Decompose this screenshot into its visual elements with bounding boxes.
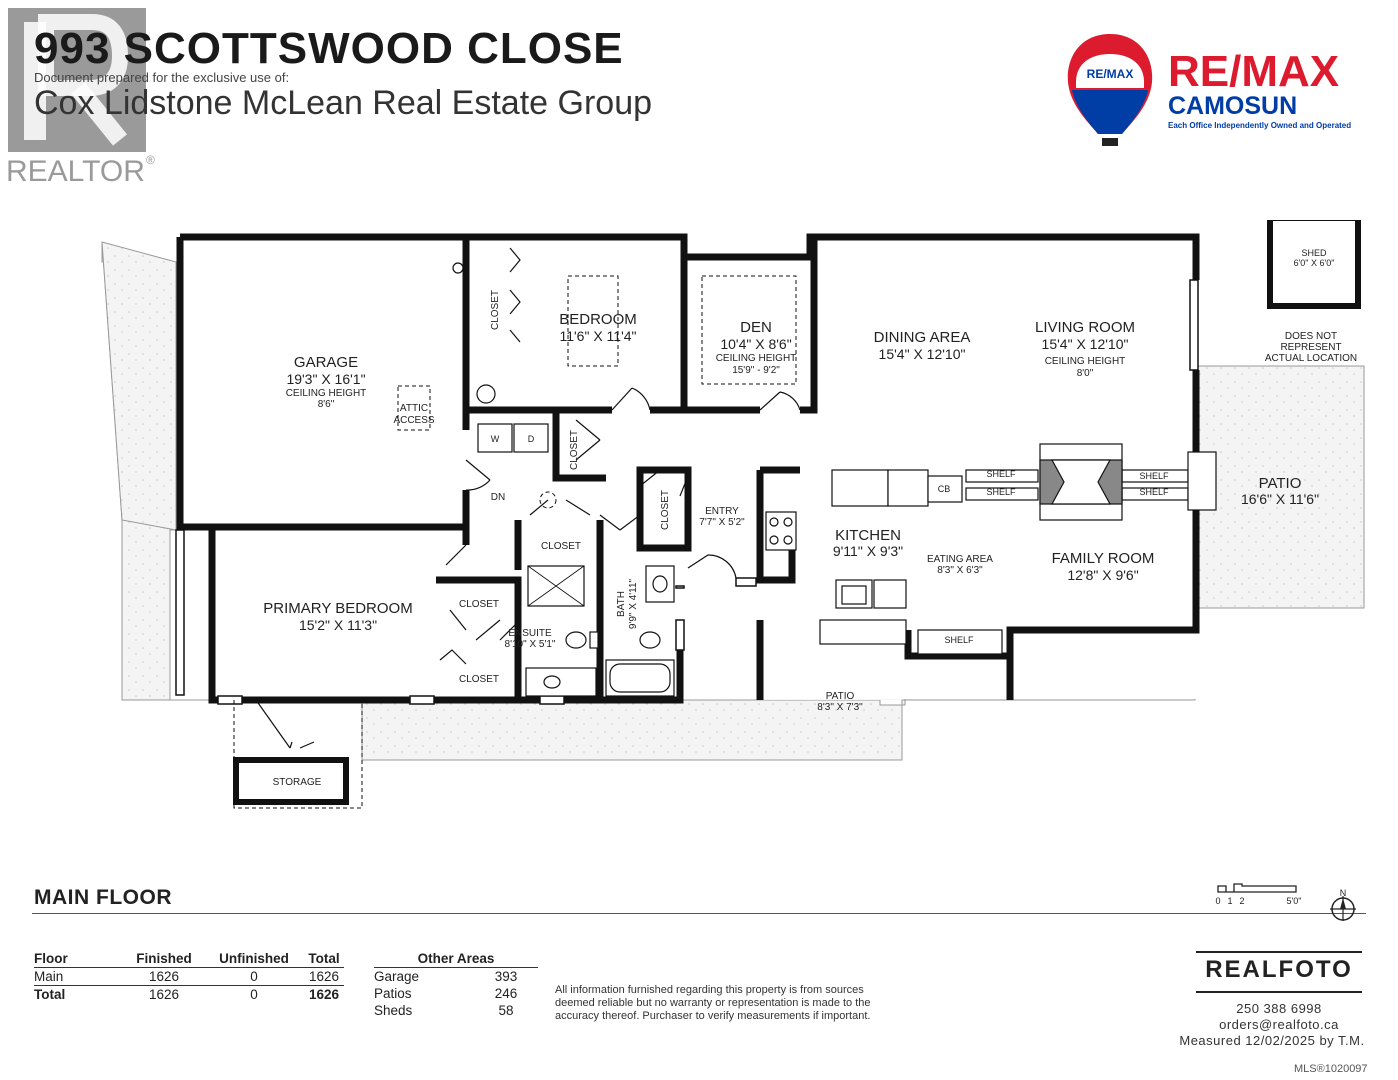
plan-label: 7'7" X 5'2" [699,517,745,528]
svg-text:0: 0 [1215,896,1220,906]
plan-label: CB [938,484,951,494]
company-name: Cox Lidstone McLean Real Estate Group [34,84,653,122]
plan-label: D [528,434,535,444]
realtor-wordmark: REALTOR [6,155,145,188]
plan-label: SHELF [1139,487,1169,497]
storage-name: STORAGE [273,777,322,788]
plan-label: ATTIC [400,403,428,414]
plan-label: CEILING HEIGHT [1045,356,1126,367]
plan-label: SHELF [944,635,974,645]
remax-balloon-text: RE/MAX [1087,67,1134,81]
plan-label: 15'9" - 9'2" [732,365,780,376]
plan-label: ENSUITE [508,628,552,639]
living-dims: 15'4" X 12'10" [1042,336,1129,352]
page-title: 993 SCOTTSWOOD CLOSE [34,24,624,73]
floor-plan: GARAGE 19'3" X 16'1" CEILING HEIGHT 8'6"… [101,220,1365,809]
plan-label: 9'9" X 4'11" [628,578,639,629]
remax-office: CAMOSUN [1168,92,1297,120]
primary-dims: 15'2" X 11'3" [299,617,377,633]
plan-label: 8'0" [1077,368,1094,379]
living-name: LIVING ROOM [1035,319,1135,336]
primary-name: PRIMARY BEDROOM [263,600,412,617]
dining-name: DINING AREA [874,329,971,346]
area-table: Floor Finished Unfinished Total Main 162… [34,950,344,1003]
plan-label: SHELF [1139,471,1169,481]
family-dims: 12'8" X 9'6" [1067,567,1138,583]
mls-number: MLS®1020097 [1294,1063,1368,1075]
patio-right-name: PATIO [1259,475,1302,492]
den-name: DEN [740,319,772,336]
plan-label: CLOSET [541,541,581,552]
plan-label: W [491,434,500,444]
plan-label: 8'10" X 5'1" [505,639,556,650]
north-arrow-icon: N [1330,888,1356,921]
svg-text:2: 2 [1239,896,1244,906]
garage-dims: 19'3" X 16'1" [286,371,365,387]
bedroom-name: BEDROOM [559,311,637,328]
divider [32,913,1366,914]
plan-label: SHELF [986,487,1016,497]
kitchen-dims: 9'11" X 9'3" [833,543,903,559]
plan-label: DOES NOT [1285,331,1337,342]
plan-label: CLOSET [569,430,580,470]
realtor-logo: REALTOR ® [6,8,155,188]
plan-label: REPRESENT [1280,342,1341,353]
svg-text:®: ® [146,153,155,167]
plan-label: ACCESS [393,415,434,426]
plan-label: CLOSET [459,674,499,685]
storage-outline [233,757,349,805]
measured-note: Measured 12/02/2025 by T.M. [1179,1033,1365,1048]
family-name: FAMILY ROOM [1052,550,1155,567]
bedroom-dims: 11'6" X 11'4" [559,328,636,344]
email-address: orders@realfoto.ca [1219,1017,1339,1032]
shed-outline [1267,220,1361,309]
remax-name: RE/MAX [1168,47,1339,96]
den-dims: 10'4" X 8'6" [720,336,791,352]
right-patio-area [1191,365,1365,609]
plan-label: 8'6" [318,399,335,410]
plan-label: ACTUAL LOCATION [1265,353,1357,364]
svg-text:5'0": 5'0" [1287,896,1302,906]
plan-label: CEILING HEIGHT [716,353,797,364]
realfoto-logo [1196,951,1362,993]
prepared-for-note: Document prepared for the exclusive use … [34,70,290,85]
plan-label: CLOSET [660,490,671,530]
plan-label: PATIO [826,691,855,702]
plan-label: CLOSET [459,599,499,610]
table-row: Total 1626 0 1626 [34,987,340,1002]
kitchen-name: KITCHEN [835,527,901,544]
phone-number: 250 388 6998 [1236,1001,1322,1016]
plan-label: 8'3" X 6'3" [937,565,983,576]
patio-right-dims: 16'6" X 11'6" [1241,491,1319,507]
table-row: Main 1626 0 1626 [34,967,344,986]
plan-label: DN [491,492,505,503]
svg-text:N: N [1340,888,1347,898]
remax-logo: RE/MAX RE/MAX CAMOSUN Each Office Indepe… [1067,34,1351,146]
plan-label: BATH [616,591,627,617]
scale-bar: 0 1 2 5'0" [1215,883,1302,906]
plan-label: EATING AREA [927,554,993,565]
realfoto-name: REALFOTO [1205,956,1353,983]
floor-label: MAIN FLOOR [34,886,172,909]
plan-label: CLOSET [490,290,501,330]
dining-dims: 15'4" X 12'10" [879,346,966,362]
plan-label: CEILING HEIGHT [286,388,367,399]
remax-tagline: Each Office Independently Owned and Oper… [1168,121,1351,130]
garage-name: GARAGE [294,354,358,371]
disclaimer: All information furnished regarding this… [555,984,871,1022]
plan-label: SHED [1301,248,1327,258]
plan-label: 6'0" X 6'0" [1294,258,1335,268]
plan-label: ENTRY [705,506,739,517]
plan-label: 8'3" X 7'3" [817,702,863,713]
plan-label: SHELF [986,469,1016,479]
svg-text:1: 1 [1227,896,1232,906]
